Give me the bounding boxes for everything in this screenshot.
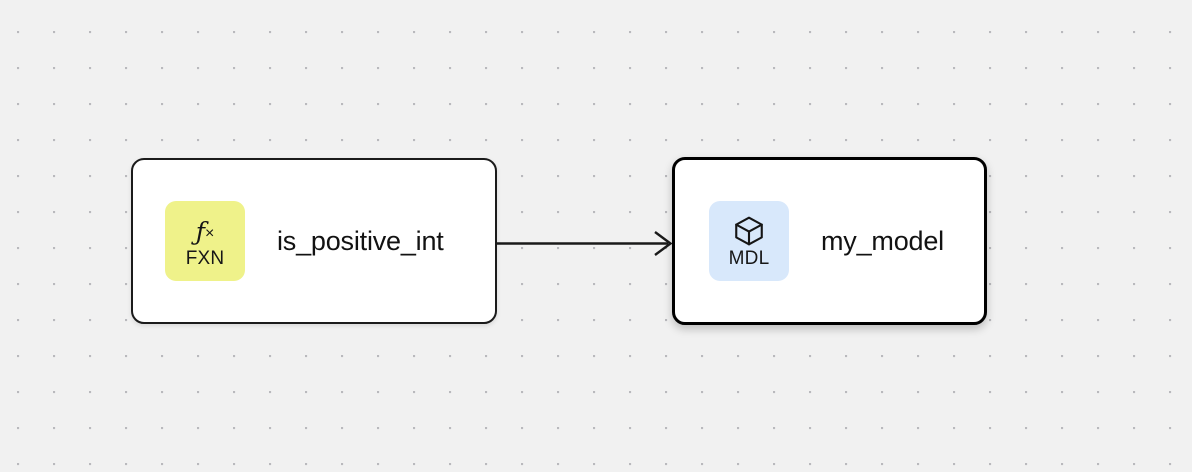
fxn-badge: ƒ× FXN (165, 201, 245, 281)
arrowhead-icon (654, 231, 673, 256)
node-title-is-positive-int: is_positive_int (277, 225, 444, 256)
cube-icon (732, 214, 766, 248)
node-is-positive-int[interactable]: ƒ× FXN is_positive_int (131, 158, 497, 324)
fxn-badge-label: FXN (185, 248, 225, 269)
node-my-model[interactable]: MDL my_model (672, 157, 987, 325)
mdl-badge: MDL (709, 201, 789, 281)
function-icon: ƒ× (195, 216, 215, 246)
node-title-my-model: my_model (821, 225, 944, 256)
edge-fxn-to-mdl[interactable] (497, 231, 673, 256)
mdl-badge-label: MDL (728, 248, 770, 269)
